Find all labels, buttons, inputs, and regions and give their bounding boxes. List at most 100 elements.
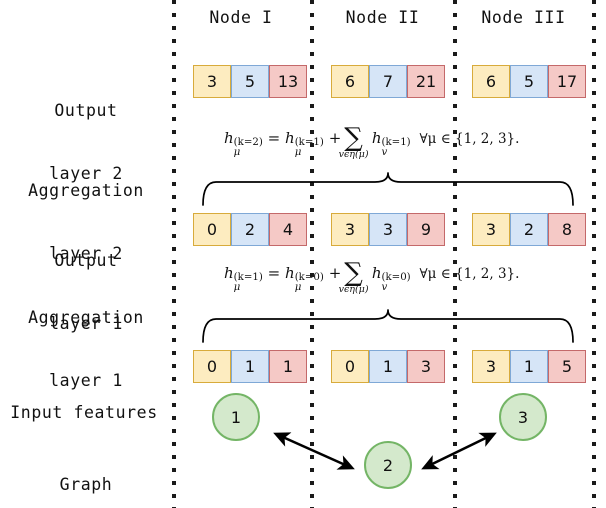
row-label-aggregation-layer-2: Aggregation layer 2: [1, 138, 171, 306]
graph-edge-2-3: [421, 432, 497, 470]
column-header-node-1-label: Node I: [209, 8, 273, 27]
vector-cell: 13: [269, 65, 307, 98]
graph-node-3[interactable]: 3: [499, 393, 547, 441]
brace-aggregation-layer-2: [202, 172, 574, 206]
column-header-node-3-label: Node III: [481, 8, 566, 27]
formula-rhs-self-sup: (k=1): [294, 136, 324, 148]
vector-input-features-node-2: 0 1 3: [331, 350, 445, 383]
formula-equals: =: [267, 264, 281, 282]
vector-output-layer-1-node-3: 3 2 8: [472, 213, 586, 246]
row-label-output-layer-1: Output layer 1: [6, 208, 166, 376]
row-label-input-features: Input features: [0, 360, 168, 465]
vector-cell: 0: [193, 213, 231, 246]
row-label-output-layer-1-line2: layer 1: [49, 314, 123, 333]
vector-output-layer-2-node-3: 6 5 17: [472, 65, 586, 98]
formula-rhs-neighbor-sup: (k=0): [381, 271, 411, 283]
formula-lhs-sub: μ: [233, 147, 241, 159]
vector-output-layer-1-node-1: 0 2 4: [193, 213, 307, 246]
formula-rhs-neighbor-base: h: [371, 264, 382, 282]
row-label-graph-line1: Graph: [59, 475, 113, 494]
summation-symbol: ∑vϵη(μ): [338, 258, 369, 295]
row-label-graph: Graph: [6, 432, 166, 508]
row-label-output-layer-2: Output layer 2: [6, 58, 166, 226]
formula-plus: +: [328, 264, 342, 282]
formula-rhs-self-sub: μ: [294, 147, 302, 159]
formula-rhs-self-sup: (k=0): [294, 271, 324, 283]
vector-cell: 3: [331, 213, 369, 246]
column-separator-2-3: [453, 0, 457, 508]
formula-rhs-neighbor-base: h: [371, 129, 382, 147]
vector-cell: 6: [472, 65, 510, 98]
formula-lhs-sup: (k=2): [233, 136, 263, 148]
vector-cell: 3: [369, 213, 407, 246]
vector-cell: 17: [548, 65, 586, 98]
vector-cell: 0: [193, 350, 231, 383]
formula-rhs-neighbor-sup: (k=1): [381, 136, 411, 148]
vector-cell: 1: [231, 350, 269, 383]
formula-rhs-self-base: h: [285, 129, 295, 147]
vector-cell: 1: [510, 350, 548, 383]
row-label-output-layer-2-line2: layer 2: [49, 164, 123, 183]
summation-limit: vϵη(μ): [338, 149, 369, 160]
column-header-node-3: Node III: [455, 8, 592, 27]
vector-cell: 5: [231, 65, 269, 98]
formula-lhs-sup: (k=1): [233, 271, 263, 283]
summation-symbol: ∑vϵη(μ): [338, 123, 369, 160]
column-separator-right: [592, 0, 596, 508]
vector-cell: 9: [407, 213, 445, 246]
formula-rhs-self-sub: μ: [294, 282, 302, 294]
column-header-node-2: Node II: [312, 8, 453, 27]
vector-cell: 0: [331, 350, 369, 383]
summation-limit: vϵη(μ): [338, 284, 369, 295]
formula-quantifier: ∀μ ∈ {1, 2, 3}.: [419, 131, 520, 147]
formula-plus: +: [328, 129, 342, 147]
vector-cell: 2: [510, 213, 548, 246]
graph-node-1-label: 1: [230, 407, 242, 427]
graph-node-2[interactable]: 2: [364, 441, 412, 489]
formula-rhs-neighbor-sub: v: [381, 282, 388, 294]
column-separator-1-2: [310, 0, 314, 508]
row-label-output-layer-2-line1: Output: [54, 101, 118, 120]
vector-cell: 21: [407, 65, 445, 98]
vector-cell: 2: [231, 213, 269, 246]
formula-lhs-base: h: [224, 264, 234, 282]
formula-equals: =: [267, 129, 281, 147]
vector-cell: 6: [331, 65, 369, 98]
row-label-aggregation-layer-2-line2: layer 2: [49, 244, 123, 263]
vector-input-features-node-1: 0 1 1: [193, 350, 307, 383]
formula-rhs-neighbor-sub: v: [381, 147, 388, 159]
vector-output-layer-2-node-1: 3 5 13: [193, 65, 307, 98]
row-label-aggregation-layer-1: Aggregation layer 1: [1, 265, 171, 433]
vector-cell: 3: [472, 350, 510, 383]
vector-cell: 3: [407, 350, 445, 383]
row-label-aggregation-layer-1-line2: layer 1: [49, 371, 123, 390]
brace-aggregation-layer-1: [202, 309, 574, 343]
vector-cell: 5: [548, 350, 586, 383]
formula-lhs-sub: μ: [233, 282, 241, 294]
vector-cell: 1: [269, 350, 307, 383]
graph-edge-1-2: [273, 432, 355, 470]
vector-cell: 5: [510, 65, 548, 98]
column-separator-left: [172, 0, 176, 508]
row-label-input-features-line1: Input features: [10, 403, 158, 422]
column-header-node-2-label: Node II: [345, 8, 420, 27]
formula-lhs-base: h: [224, 129, 234, 147]
vector-output-layer-2-node-2: 6 7 21: [331, 65, 445, 98]
vector-input-features-node-3: 3 1 5: [472, 350, 586, 383]
vector-cell: 3: [472, 213, 510, 246]
vector-cell: 1: [369, 350, 407, 383]
row-label-aggregation-layer-2-line1: Aggregation: [28, 181, 144, 200]
graph-node-3-label: 3: [517, 407, 529, 427]
vector-output-layer-1-node-2: 3 3 9: [331, 213, 445, 246]
vector-cell: 7: [369, 65, 407, 98]
vector-cell: 4: [269, 213, 307, 246]
vector-cell: 3: [193, 65, 231, 98]
graph-node-1[interactable]: 1: [212, 393, 260, 441]
vector-cell: 8: [548, 213, 586, 246]
graph-node-2-label: 2: [382, 455, 394, 475]
column-header-node-1: Node I: [172, 8, 310, 27]
formula-quantifier: ∀μ ∈ {1, 2, 3}.: [419, 266, 520, 282]
